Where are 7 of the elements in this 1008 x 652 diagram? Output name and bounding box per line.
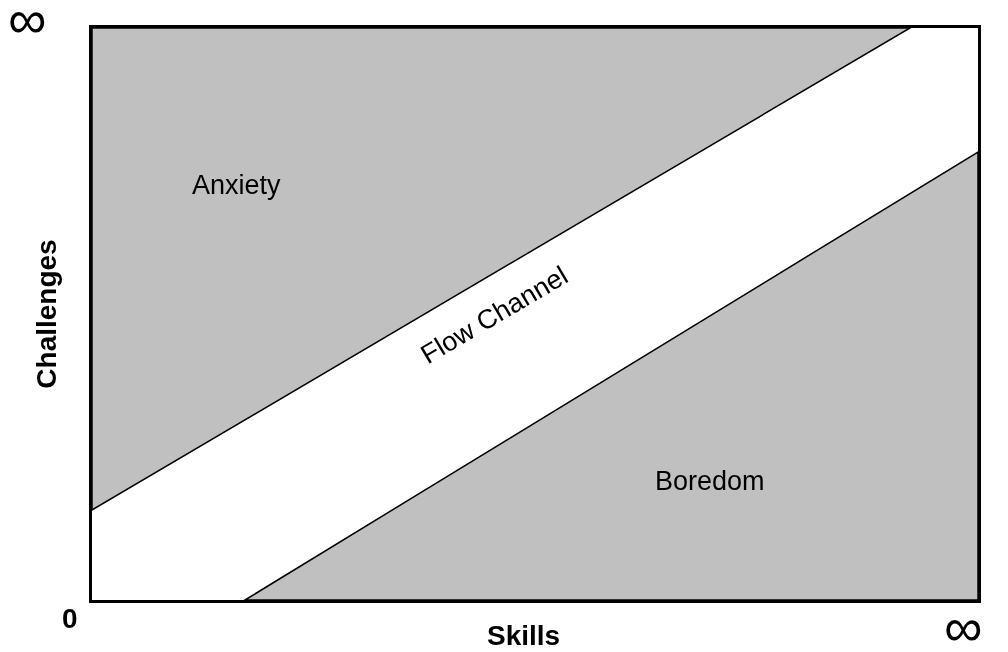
infinity-symbol: ∞ [944,600,983,652]
infinity-symbol: ∞ [8,0,47,46]
axis-label: Challenges [32,239,61,389]
axis-origin-label: 0 [62,605,78,633]
region-label: Anxiety [192,170,281,201]
axis-label: Skills [487,622,561,650]
region-label: Boredom [655,466,765,497]
